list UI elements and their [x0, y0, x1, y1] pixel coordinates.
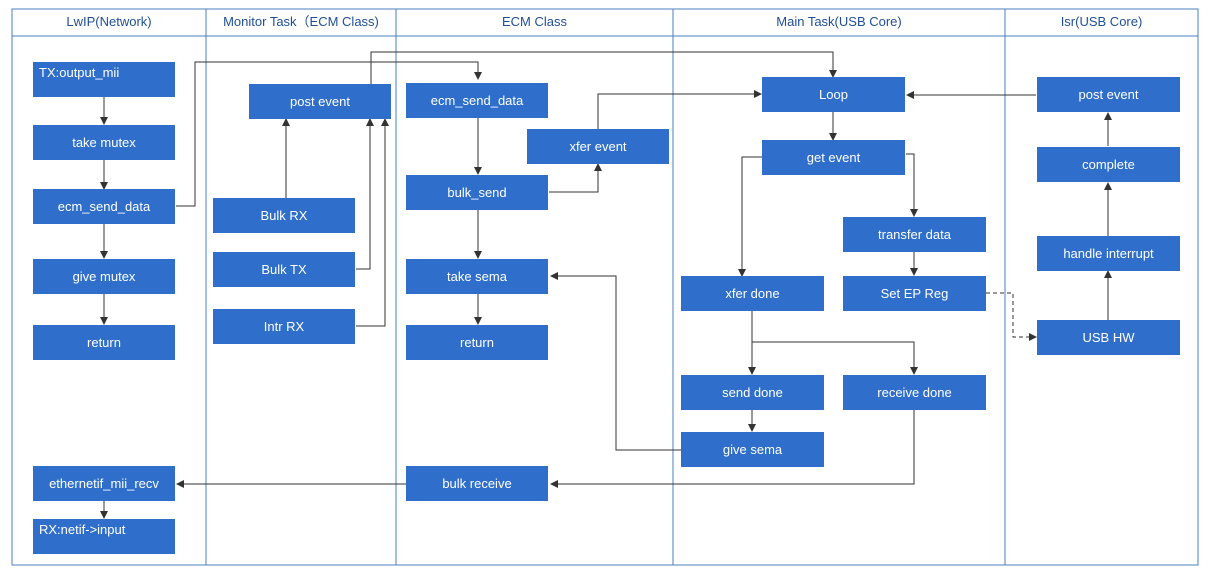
lane-title-main: Main Task(USB Core)	[776, 14, 902, 29]
arrow-post-event-to-loop	[370, 51, 837, 84]
arrow-xfer-done-to-receive-done	[752, 341, 918, 375]
bulk-receive-box: bulk receive	[406, 466, 548, 501]
arrow-xfer-event-to-loop	[597, 90, 762, 129]
lwip-ecm-send-data-box: ecm_send_data	[33, 189, 175, 224]
rx-label: RX:	[39, 522, 61, 537]
arrow-lwip-to-ecm-send-data	[176, 61, 482, 207]
lane-outer-border	[11, 8, 1199, 566]
set-ep-reg-box: Set EP Reg	[843, 276, 986, 311]
tx-output-mii-box: TX: output_mii	[33, 62, 175, 97]
bulk-rx-box: Bulk RX	[213, 198, 355, 233]
take-sema-box: take sema	[406, 259, 548, 294]
lane-title-monitor: Monitor Task（ECM Class)	[223, 14, 379, 29]
ethernetif-mii-recv-box: ethernetif_mii_recv	[33, 466, 175, 501]
ecm-send-data-box: ecm_send_data	[406, 83, 548, 118]
arrow-bulk-tx-to-post-event	[356, 118, 374, 270]
lane-title-ecm: ECM Class	[501, 14, 567, 29]
arrow-set-ep-to-usb-hw	[986, 292, 1037, 341]
give-mutex-box: give mutex	[33, 259, 175, 294]
tx-label: TX:	[39, 65, 60, 80]
usb-hw-box: USB HW	[1037, 320, 1180, 355]
transfer-data-box: transfer data	[843, 217, 986, 252]
ecm-return-box: return	[406, 325, 548, 360]
give-sema-box: give sema	[681, 432, 824, 467]
arrow-give-sema-to-take-sema	[550, 272, 681, 451]
arrow-get-event-to-transfer-data	[906, 153, 918, 217]
intr-rx-box: Intr RX	[213, 309, 355, 344]
loop-box: Loop	[762, 77, 905, 112]
xfer-event-box: xfer event	[527, 129, 669, 164]
lwip-return-box: return	[33, 325, 175, 360]
xfer-done-box: xfer done	[681, 276, 824, 311]
tx-func-label: output_mii	[59, 65, 120, 80]
send-done-box: send done	[681, 375, 824, 410]
receive-done-box: receive done	[843, 375, 986, 410]
rx-func-label: netif->input	[60, 522, 126, 537]
arrow-bulk-send-to-xfer-event	[549, 163, 602, 193]
arrow-intr-rx-to-post-event	[356, 118, 389, 327]
isr-post-event-box: post event	[1037, 77, 1180, 112]
get-event-box: get event	[762, 140, 905, 175]
arrow-get-event-to-xfer-done	[738, 156, 762, 277]
bulk-tx-box: Bulk TX	[213, 252, 355, 287]
bulk-send-box: bulk_send	[406, 175, 548, 210]
handle-interrupt-box: handle interrupt	[1037, 236, 1180, 271]
lane-title-isr: Isr(USB Core)	[1060, 14, 1143, 29]
complete-box: complete	[1037, 147, 1180, 182]
arrow-receive-done-to-bulk-receive	[550, 409, 915, 488]
rx-netif-input-box: RX: netif->input	[33, 519, 175, 554]
lane-title-lwip: LwIP(Network)	[66, 14, 152, 29]
take-mutex-box: take mutex	[33, 125, 175, 160]
monitor-post-event-box: post event	[249, 84, 391, 119]
